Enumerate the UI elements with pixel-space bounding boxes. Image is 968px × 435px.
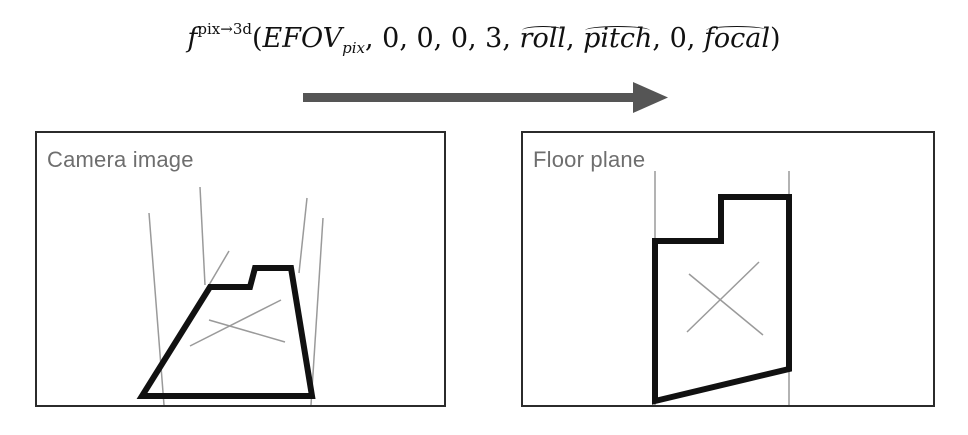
arg-roll: roll: [519, 23, 566, 54]
guide-line: [310, 217, 324, 405]
paren-open: (: [251, 23, 263, 54]
camera-footprint-outline: [136, 265, 316, 399]
transform-arrow: [303, 82, 668, 113]
arg-pitch: pitch: [583, 23, 653, 54]
args-constants: , 0, 0, 0, 3,: [364, 23, 520, 54]
arg-focal-hat: focal: [704, 23, 770, 54]
guide-line: [298, 197, 308, 274]
paren-close: ): [770, 23, 781, 54]
arg-separator: ,: [565, 23, 584, 54]
arrow-head: [633, 82, 668, 113]
arg-roll-hat: roll: [520, 23, 566, 54]
guide-line: [208, 250, 230, 286]
guide-line: [148, 212, 165, 405]
arg-focal: focal: [703, 23, 771, 54]
cross-line: [208, 319, 286, 343]
camera-image-title: Camera image: [47, 147, 194, 172]
function-name: f: [187, 23, 198, 54]
arg-efov: EFOV: [262, 23, 343, 54]
floor-plane-drawing: [652, 171, 792, 405]
floor-plane-panel: Floor plane: [521, 131, 935, 407]
camera-image-panel: Camera image: [35, 131, 446, 407]
arg-pitch-hat: pitch: [583, 23, 652, 54]
camera-image-drawing: [136, 186, 324, 405]
args-tail: , 0,: [652, 23, 704, 54]
floor-plane-title: Floor plane: [533, 147, 646, 172]
transform-formula: fpix→3d(EFOVpix, 0, 0, 0, 3, roll, pitch…: [0, 20, 968, 57]
guide-line: [199, 186, 206, 286]
function-superscript: pix→3d: [197, 20, 252, 38]
cross-line: [688, 273, 764, 336]
arg-efov-subscript: pix: [342, 39, 365, 57]
cross-line: [189, 299, 282, 347]
arrow-shaft: [303, 93, 633, 102]
cross-line: [686, 261, 760, 333]
floor-footprint-outline: [652, 194, 792, 405]
